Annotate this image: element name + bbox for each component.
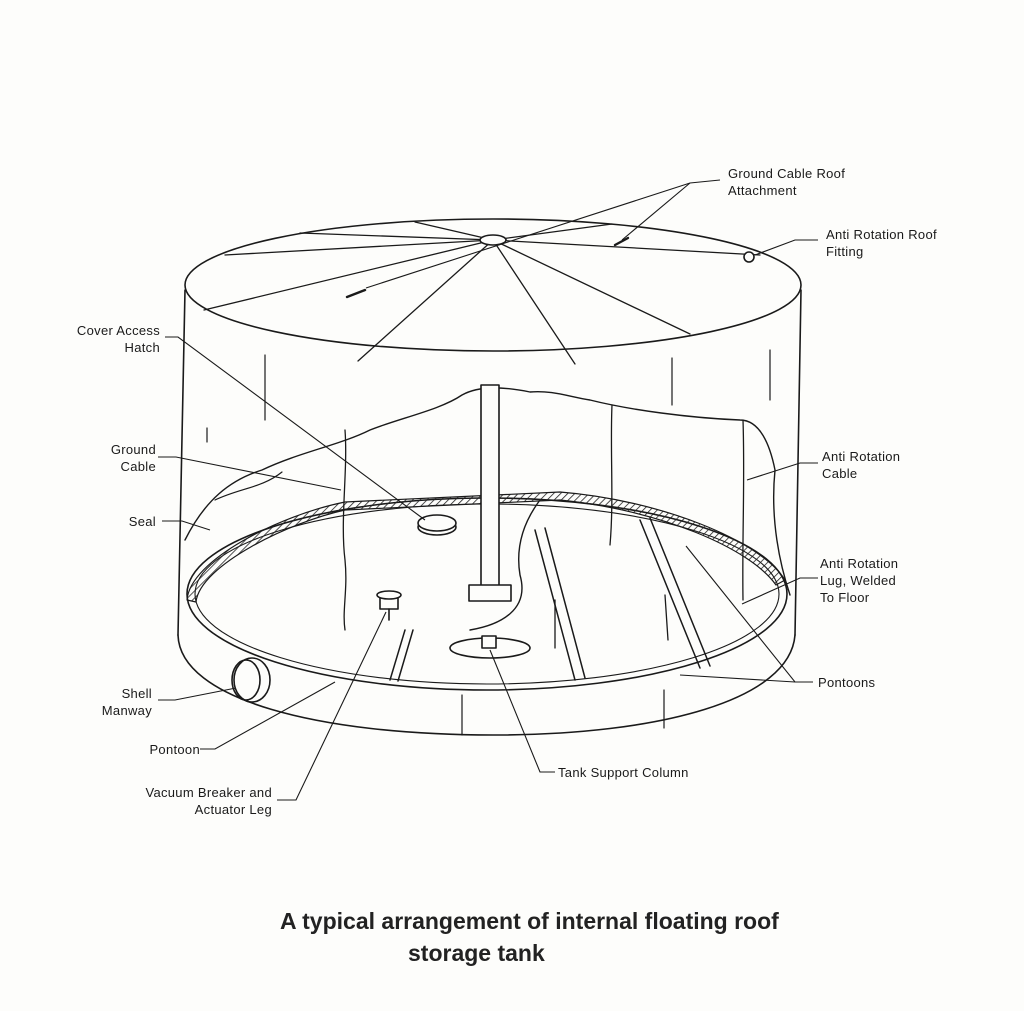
shell-seams: [206, 349, 771, 736]
label-seal: Seal: [128, 514, 156, 529]
label-anti-rotation-roof-fitting: Anti Rotation Roof Fitting: [826, 227, 937, 259]
label-tank-support-column: Tank Support Column: [558, 765, 689, 780]
label-cover-access-hatch: Cover Access Hatch: [76, 323, 160, 355]
label-anti-rotation-lug: Anti Rotation Lug, Welded To Floor: [820, 556, 899, 605]
label-shell-manway: Shell Manway: [101, 686, 152, 718]
label-ground-cable: Ground Cable: [110, 442, 156, 474]
label-ground-cable-roof-attachment: Ground Cable Roof Attachment: [728, 166, 846, 198]
cutaway-edge: [184, 387, 791, 596]
diagram-caption: A typical arrangement of internal floati…: [280, 908, 779, 966]
pontoon-struts: [389, 517, 711, 682]
shell-left-wall: [177, 289, 186, 636]
support-column: [480, 384, 500, 591]
roof-rafters: [203, 221, 761, 365]
seal-band: [186, 491, 786, 603]
shell-manway: [233, 657, 271, 703]
leader-lines: [158, 179, 818, 801]
shell-bottom: [177, 634, 796, 736]
anti-rotation-fitting: [743, 251, 755, 263]
label-vacuum-breaker: Vacuum Breaker and Actuator Leg: [145, 785, 272, 817]
label-pontoons: Pontoons: [818, 675, 876, 690]
roof-center-hub: [479, 234, 507, 246]
roof-rim: [184, 218, 802, 352]
floor-cut: [469, 499, 541, 631]
label-pontoon: Pontoon: [149, 742, 200, 757]
label-anti-rotation-cable: Anti Rotation Cable: [822, 449, 901, 481]
hanging-cables: [342, 404, 745, 649]
shell-right-wall: [794, 289, 802, 636]
